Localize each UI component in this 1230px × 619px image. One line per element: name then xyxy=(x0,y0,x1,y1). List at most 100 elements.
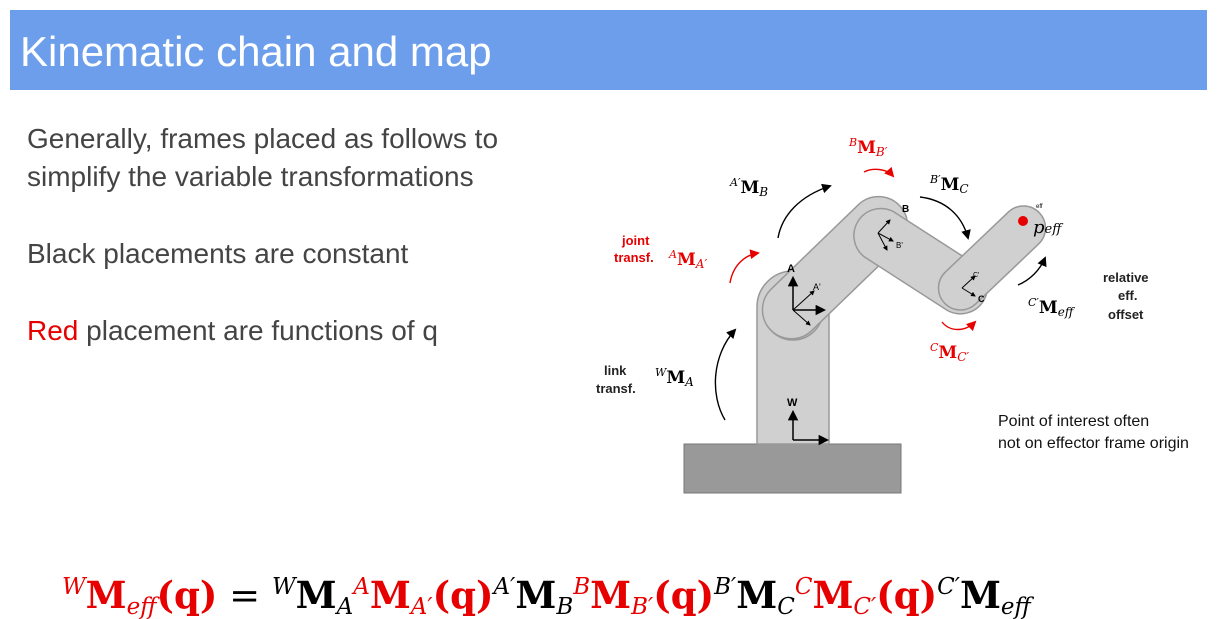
eq-t2-arg: (q) xyxy=(433,573,494,617)
frame-b-label: B xyxy=(902,204,909,215)
p-eff-label: peff xyxy=(1033,217,1064,238)
arrow-w-ma xyxy=(714,328,737,421)
c-mcp-sub: C′ xyxy=(957,350,969,364)
eq-lhs-pre: W xyxy=(62,574,88,600)
title-bar: Kinematic chain and map xyxy=(10,10,1207,90)
eq-t6-arg: (q) xyxy=(876,573,937,617)
w-ma-m: M xyxy=(666,368,685,388)
eq-t4-pre: B xyxy=(572,574,590,600)
p-eff-sub: eff xyxy=(1045,222,1065,237)
relative-label-1: relative xyxy=(1103,270,1149,285)
frame-w-label: W xyxy=(787,397,798,409)
cp-meff-sub: eff xyxy=(1058,305,1076,319)
link-transf-label-2: transf. xyxy=(596,381,636,396)
p-eff-main: p xyxy=(1033,217,1045,238)
frame-w-axes xyxy=(787,409,830,446)
arrow-b-mbp xyxy=(863,166,895,178)
joint-transf-label-2: transf. xyxy=(614,250,654,265)
bullet-general-line1: Generally, frames placed as follows to xyxy=(27,123,499,154)
link-transf-label-1: link xyxy=(604,363,627,378)
frame-c-prime-label: C' xyxy=(973,272,979,279)
arrow-cp-meff xyxy=(1017,256,1047,286)
robot-base xyxy=(683,443,902,494)
bullet-general-line2: simplify the variable transformations xyxy=(27,161,474,192)
b-mbp-sub: B′ xyxy=(875,145,888,159)
link-3 xyxy=(937,205,1047,311)
arrow-c-mcp xyxy=(941,320,977,332)
bp-mc-pre: B′ xyxy=(929,173,941,186)
a-map-m: M xyxy=(677,250,696,270)
label-ap-mb: A′MB xyxy=(729,176,768,199)
frame-a-prime-label: A' xyxy=(813,282,821,292)
label-b-mbp: BMB′ xyxy=(848,136,888,159)
eq-t5-pre: B′ xyxy=(713,574,737,600)
eq-t4-sub: B′ xyxy=(630,594,654,619)
eq-t1-sub: A xyxy=(335,594,354,619)
eq-t7-pre: C′ xyxy=(937,574,961,600)
eq-t6-sub: C′ xyxy=(853,594,877,619)
eq-t1-m: M xyxy=(296,573,337,617)
ap-mb-m: M xyxy=(740,178,759,198)
eq-lhs-sub: eff xyxy=(127,594,161,619)
eq-t3-m: M xyxy=(515,573,556,617)
eq-t2-m: M xyxy=(370,573,411,617)
arrow-bp-mc xyxy=(919,196,971,240)
c-mcp-pre: C xyxy=(930,341,939,354)
w-ma-pre: W xyxy=(655,366,668,379)
eq-t5-sub: C xyxy=(777,594,795,619)
b-mbp-pre: B xyxy=(848,136,857,149)
bullet-black: Black placements are constant xyxy=(27,238,409,269)
c-mcp-m: M xyxy=(938,343,957,363)
bullet-red: Red placement are functions of q xyxy=(27,312,438,350)
relative-label-3: offset xyxy=(1108,307,1144,322)
bp-mc-sub: C xyxy=(959,182,968,196)
eq-t2-sub: A′ xyxy=(409,594,434,619)
p-eff-point xyxy=(1018,216,1028,226)
label-w-ma: WMA xyxy=(655,366,694,389)
eff-mini-label: eff xyxy=(1036,204,1043,210)
bullet-general: Generally, frames placed as follows to s… xyxy=(27,120,498,196)
arrow-ap-mb xyxy=(777,183,832,239)
frame-c-label: C xyxy=(978,294,985,304)
joint-transf-label-1: joint xyxy=(621,233,650,248)
frame-c-axes xyxy=(961,275,976,297)
a-map-pre: A xyxy=(668,248,677,261)
red-word: Red xyxy=(27,315,79,346)
eq-equals: = xyxy=(217,574,272,617)
frame-a-label: A xyxy=(787,263,795,275)
eq-t4-arg: (q) xyxy=(653,573,714,617)
point-note-1: Point of interest often xyxy=(998,413,1149,430)
eq-t7-m: M xyxy=(960,573,1001,617)
frame-a-axes xyxy=(787,275,827,326)
eq-t3-sub: B xyxy=(555,594,573,619)
label-c-mcp: CMC′ xyxy=(930,341,969,364)
eq-t5-m: M xyxy=(736,573,777,617)
frame-b-prime-label: B' xyxy=(896,241,903,250)
eq-t4-m: M xyxy=(590,573,631,617)
w-ma-sub: A xyxy=(684,375,694,389)
eq-t7-sub: eff xyxy=(1001,594,1035,619)
label-a-map: AMA′ xyxy=(668,248,707,271)
a-map-sub: A′ xyxy=(695,257,708,271)
relative-label-2: eff. xyxy=(1118,288,1138,303)
b-mbp-m: M xyxy=(857,138,876,158)
frame-b-axes xyxy=(877,219,894,251)
kinematic-equation: WMeff(q) = WMAAMA′(q)A′MBBMB′(q)B′MCCMC′… xyxy=(62,573,1035,619)
eq-t2-pre: A xyxy=(351,574,370,600)
arrow-a-map xyxy=(729,249,760,284)
ap-mb-sub: B xyxy=(758,185,768,199)
eq-t3-pre: A′ xyxy=(492,574,517,600)
eq-t6-m: M xyxy=(812,573,853,617)
bp-mc-m: M xyxy=(941,175,960,195)
cp-meff-pre: C′ xyxy=(1028,296,1039,309)
ap-mb-pre: A′ xyxy=(729,176,741,189)
eq-lhs-arg: (q) xyxy=(157,573,218,617)
cp-meff-m: M xyxy=(1039,298,1058,318)
slide-title: Kinematic chain and map xyxy=(20,28,492,75)
red-rest: placement are functions of q xyxy=(78,315,438,346)
eq-t1-pre: W xyxy=(272,574,298,600)
label-cp-meff: C′Meff xyxy=(1028,296,1076,319)
eq-t6-pre: C xyxy=(795,574,813,600)
eq-lhs-m: M xyxy=(86,573,127,617)
